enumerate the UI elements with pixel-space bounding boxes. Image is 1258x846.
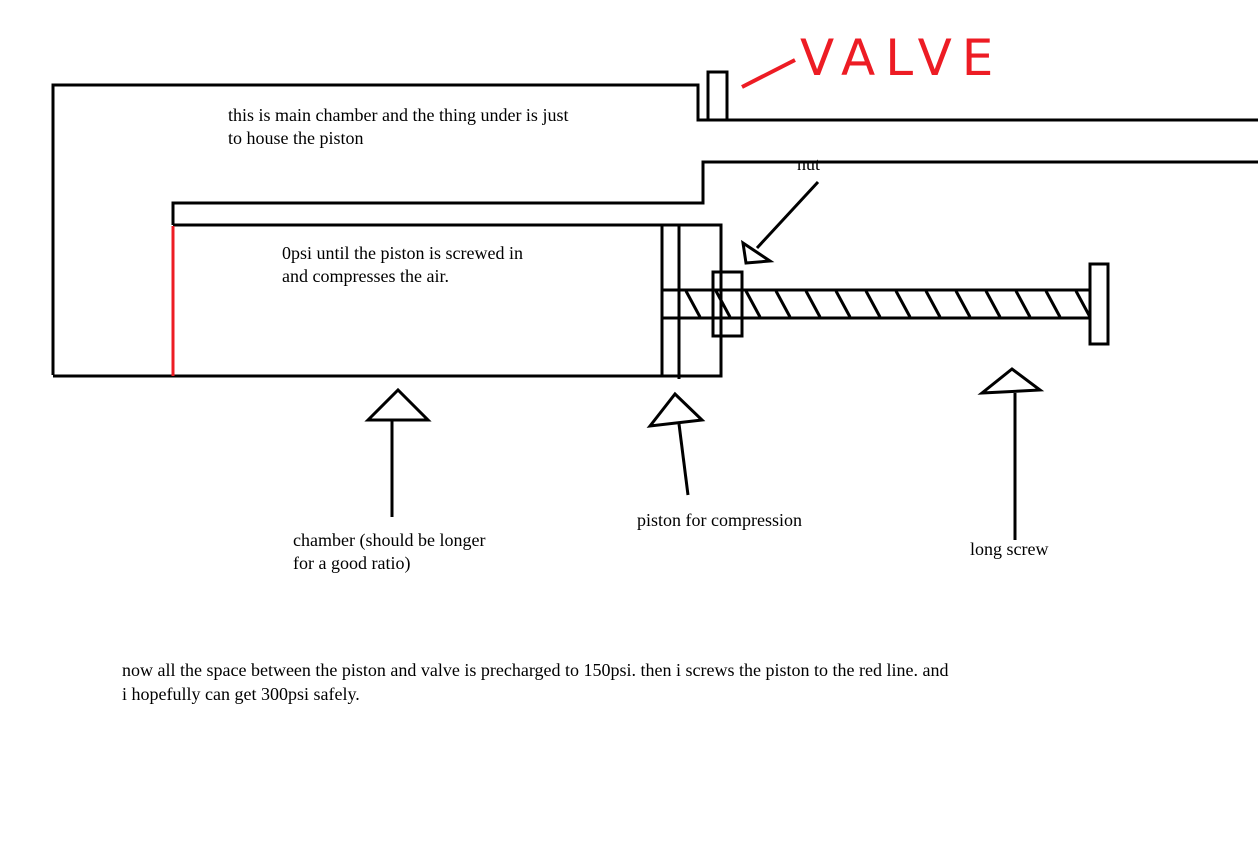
thread-line	[804, 290, 822, 318]
thread-line	[894, 290, 912, 318]
screw-arrow-head	[977, 367, 1045, 395]
piston-housing-top	[171, 160, 1258, 225]
thread-line	[714, 290, 732, 318]
chamber-label-1: chamber (should be longer	[293, 530, 486, 550]
screw-head	[1088, 262, 1110, 346]
thread-line	[984, 290, 1002, 318]
nut-label: nut	[797, 154, 821, 174]
valve-label: VALVE	[800, 29, 1003, 87]
piston-arrow	[677, 423, 690, 496]
valve-body	[706, 70, 729, 122]
note-line-2: i hopefully can get 300psi safely.	[122, 684, 360, 704]
thread-line	[744, 290, 762, 318]
thread-line	[864, 290, 882, 318]
note-line-1: now all the space between the piston and…	[122, 660, 949, 680]
piston-arrow-head	[646, 391, 706, 428]
psi-label-1: 0psi until the piston is screwed in	[282, 243, 523, 263]
thread-line	[834, 290, 852, 318]
thread-line	[1014, 290, 1032, 318]
nut-arrow	[755, 180, 820, 250]
nut-arrow-head	[741, 239, 775, 265]
main-chamber-outline	[51, 83, 1258, 375]
piston-label: piston for compression	[637, 510, 802, 530]
thread-line	[924, 290, 942, 318]
main-chamber-label-1: this is main chamber and the thing under…	[228, 105, 569, 125]
thread-line	[954, 290, 972, 318]
thread-line	[1074, 290, 1092, 318]
chamber-label-2: for a good ratio)	[293, 553, 411, 573]
screw-label: long screw	[970, 539, 1049, 559]
main-chamber-label-2: to house the piston	[228, 128, 364, 148]
valve-pointer	[741, 58, 796, 89]
screw-thread	[684, 290, 1092, 318]
nut-shape	[711, 270, 744, 338]
psi-label-2: and compresses the air.	[282, 266, 449, 286]
thread-line	[684, 290, 702, 318]
thread-line	[774, 290, 792, 318]
chamber-arrow-head	[364, 387, 432, 422]
thread-line	[1044, 290, 1062, 318]
